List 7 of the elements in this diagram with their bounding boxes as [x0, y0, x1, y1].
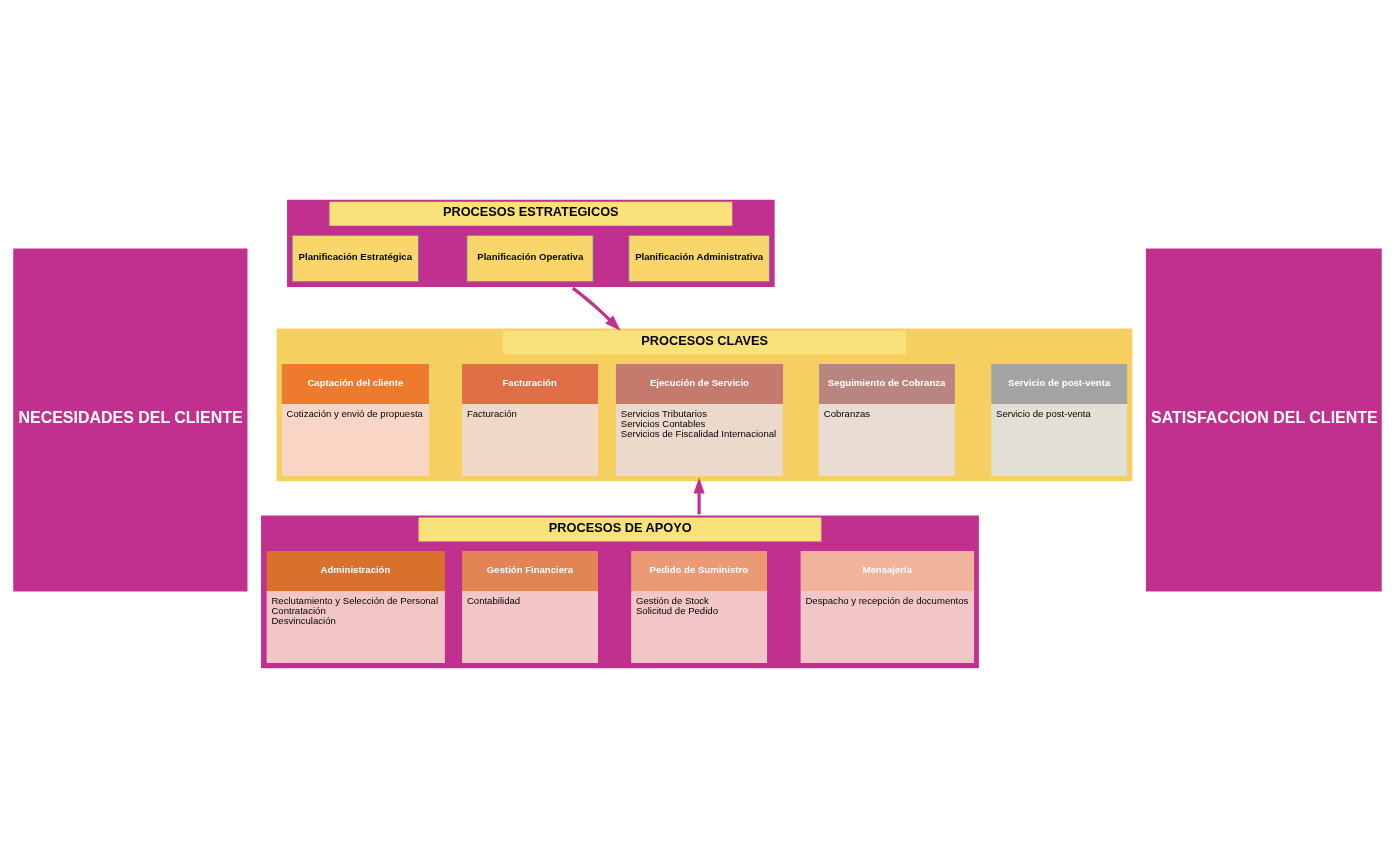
node-box: Planificación Administrativa — [628, 234, 770, 283]
arrow — [693, 477, 705, 515]
arrow — [571, 286, 621, 331]
node-box: Planificación Estratégica — [291, 234, 419, 283]
node-box: Planificación Operativa — [466, 234, 594, 283]
node-box: SATISFACCION DEL CLIENTE — [1143, 246, 1385, 594]
node-box: NECESIDADES DEL CLIENTE — [10, 246, 250, 594]
